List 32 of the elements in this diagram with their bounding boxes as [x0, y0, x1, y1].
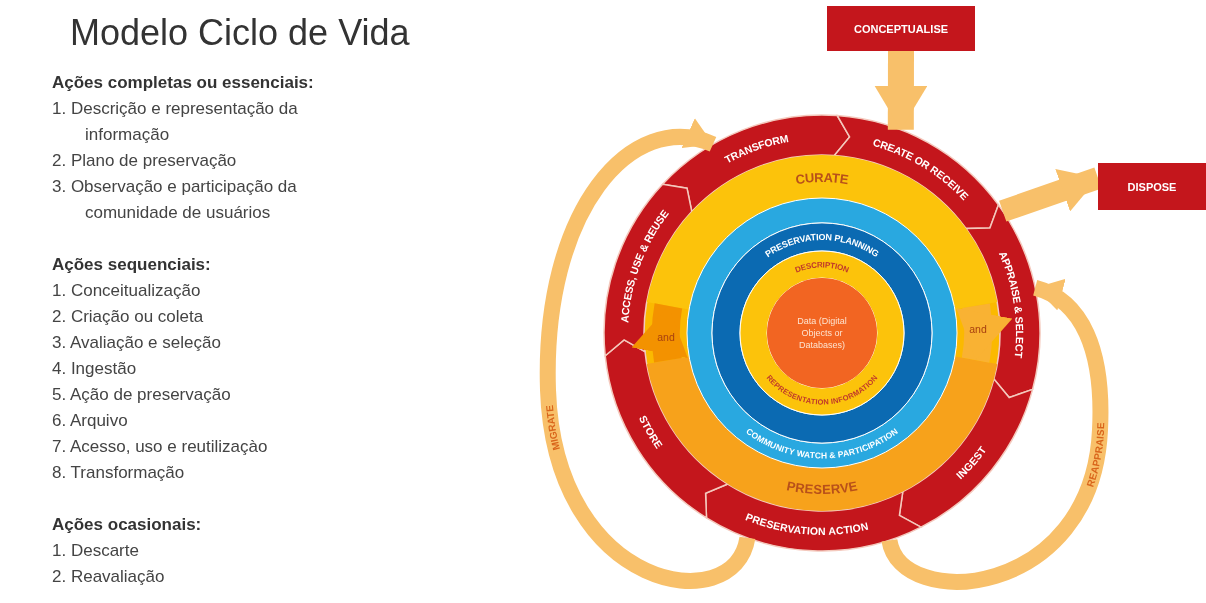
list-item: 8. Transformação [52, 462, 186, 484]
edge-label: and [657, 331, 675, 343]
ring-label: CURATE [794, 169, 850, 187]
ring-label: PRESERVE [785, 477, 859, 497]
list-item: 4. Ingestão [52, 358, 138, 380]
section-heading: Ações sequenciais: [52, 254, 211, 276]
arrow [874, 50, 928, 130]
ring-segment [604, 339, 729, 519]
list-item: 2. Criação ou coleta [52, 306, 205, 328]
box-label: DISPOSE [1127, 180, 1177, 193]
list-item: 1. Descrição e representação da informação [52, 98, 299, 146]
list-item: 3. Avaliação e seleção [52, 332, 222, 354]
list-item: 1. Descarte [52, 540, 140, 562]
list-item: 3. Observação e participação da comunidade de usuários [52, 176, 298, 224]
arrow [954, 304, 1011, 363]
list-item: 7. Acesso, uso e reutilizaçào [52, 436, 269, 458]
edge-label: and [969, 323, 987, 335]
ring-segment [898, 378, 1034, 528]
process-box [1098, 163, 1206, 210]
list-item: 6. Arquivo [52, 410, 129, 432]
section-heading: Ações completas ou essenciais: [52, 72, 314, 94]
list-item: 1. Conceitualização [52, 280, 202, 302]
section-heading: Ações ocasionais: [52, 514, 202, 536]
list-item: 5. Ação de preservação [52, 384, 232, 406]
list-item: 2. Reavaliação [52, 566, 166, 588]
title: Modelo Ciclo de Vida [70, 12, 410, 54]
circle-label: Data (Digital Objects or Databases) [796, 315, 848, 351]
arrow [633, 303, 690, 362]
ring-label: DESCRIPTION [793, 259, 851, 275]
box-label: CONCEPTUALISE [853, 22, 949, 35]
process-box [827, 6, 975, 51]
list-item: 2. Plano de preservação [52, 150, 238, 172]
